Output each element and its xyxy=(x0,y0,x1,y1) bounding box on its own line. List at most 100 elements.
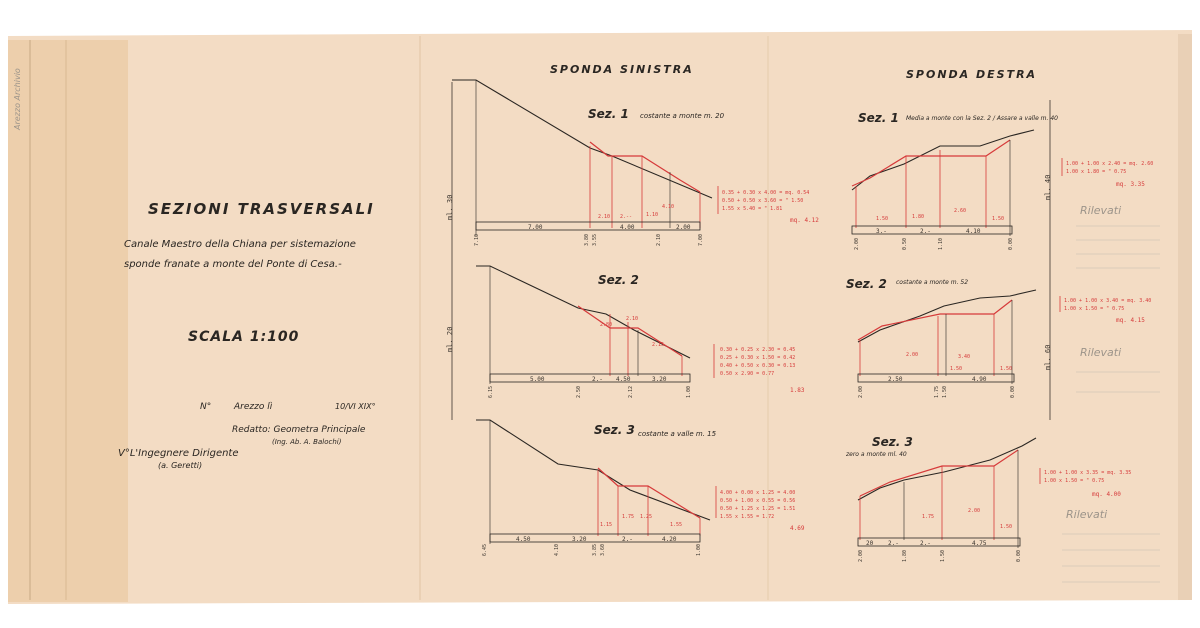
right-sec3-name: Sez. 3 xyxy=(872,435,913,449)
right-sec1-red-profile xyxy=(851,139,1011,187)
left-sec2-dim-2: 4.50 xyxy=(616,376,631,383)
left-sec1-station-0: 7.10 xyxy=(474,234,480,246)
left-sec2-calc-0: 0.30 + 0.25 x 2.30 = 0.45 xyxy=(720,347,795,353)
right-sec1-station-2: 1.10 xyxy=(938,238,944,250)
right-bank-heading: SPONDA DESTRA xyxy=(906,68,1037,81)
left-sec1-dim-2: 2.00 xyxy=(676,224,691,231)
left-sec1-station-3: 2.10 xyxy=(656,234,662,246)
left-sec1-red-0: 2.10 xyxy=(598,214,610,220)
left-sec3-name: Sez. 3 xyxy=(594,423,635,437)
left-section-2: Sez. 2 5.00 2.- 4.50 3.20 6.15 2.50 2.12… xyxy=(476,265,805,398)
left-sec3-calc-2: 0.50 + 1.25 x 1.25 = 1.51 xyxy=(720,506,795,512)
left-bank-heading: SPONDA SINISTRA xyxy=(550,63,694,76)
right-sec2-note: costante a monte m. 52 xyxy=(896,279,968,286)
left-sec1-calc-0: 0.35 + 0.30 x 4.00 = mq. 0.54 xyxy=(722,190,809,196)
right-sec1-red-3: 1.50 xyxy=(992,216,1004,222)
right-sec2-red-3: 1.50 xyxy=(950,366,962,372)
right-sec3-calc-1: 1.00 x 1.50 = " 0.75 xyxy=(1044,478,1104,484)
left-section-3: Sez. 3 costante a valle m. 15 4.50 3.20 … xyxy=(476,419,805,556)
drawing-scale: SCALA 1:100 xyxy=(188,329,299,345)
left-sec3-red-2: 1.25 xyxy=(640,514,652,520)
left-sec3-red-0: 1.15 xyxy=(600,522,612,528)
left-sec3-red-1: 1.75 xyxy=(622,514,634,520)
left-sec1-dim-0: 7.00 xyxy=(528,224,543,231)
left-sec2-station-2: 2.12 xyxy=(628,386,634,398)
left-sec3-dim-1: 3.20 xyxy=(572,536,587,543)
right-sec1-station-0: 2.00 xyxy=(854,238,860,250)
right-section-2: Sez. 2 costante a monte m. 52 2.50 4.90 … xyxy=(846,277,1160,398)
left-sec3-station-2: 3.85 xyxy=(592,544,598,556)
right-sec2-side-note: Rilevati xyxy=(1080,346,1121,359)
right-sec3-station-0: 2.00 xyxy=(858,550,864,562)
right-sec1-dim-0: 3.- xyxy=(876,228,887,235)
left-sec2-station-3: 1.00 xyxy=(686,386,692,398)
right-sec2-red-2: 2.00 xyxy=(906,352,918,358)
left-sec2-calc-3: 0.50 x 2.90 = 0.77 xyxy=(720,371,774,377)
right-sec1-red-0: 1.50 xyxy=(876,216,888,222)
left-sec1-station-4: 7.00 xyxy=(698,234,704,246)
right-sec1-note: Media a monte con la Sez. 2 / Assare a v… xyxy=(906,115,1058,122)
date-prefix: N° xyxy=(200,402,211,412)
left-sec2-red-0: 2.80 xyxy=(600,322,612,328)
right-sec1-station-1: 0.50 xyxy=(902,238,908,250)
right-sec3-calc-0: 1.00 + 1.00 x 3.35 = mq. 3.35 xyxy=(1044,470,1131,476)
right-sec3-red-0: 1.75 xyxy=(922,514,934,520)
drafter-name: (Ing. Ab. A. Balochi) xyxy=(272,438,342,446)
left-sec3-red-3: 1.55 xyxy=(670,522,682,528)
left-sec1-total: mq. 4.12 xyxy=(790,217,819,224)
right-sec1-dim-1: 2.- xyxy=(920,228,931,235)
right-sec3-dim-1: 2.- xyxy=(888,540,899,547)
date-place: Arezzo lì xyxy=(233,401,273,412)
left-sec3-dim-3: 4.20 xyxy=(662,536,677,543)
left-sec2-dim-3: 3.20 xyxy=(652,376,667,383)
right-sec2-station-2: 1.50 xyxy=(942,386,948,398)
left-height-label-1: ml. 30 xyxy=(446,195,454,220)
left-sec2-dim-0: 5.00 xyxy=(530,376,545,383)
left-sec2-dim-1: 2.- xyxy=(592,376,603,383)
right-sec2-station-0: 2.00 xyxy=(858,386,864,398)
left-sec1-station-1: 3.80 xyxy=(584,234,590,246)
left-sec2-red-profile xyxy=(577,305,683,357)
right-sec3-dim-2: 2.- xyxy=(920,540,931,547)
right-section-1: Sez. 1 Media a monte con la Sez. 2 / Ass… xyxy=(851,111,1160,269)
right-sec2-dim-1: 4.90 xyxy=(972,376,987,383)
drawing-subtitle-line-1: Canale Maestro della Chiana per sistemaz… xyxy=(124,239,356,250)
right-sec3-red-2: 1.50 xyxy=(1000,524,1012,530)
right-sec2-red-profile xyxy=(857,299,1013,341)
right-sec2-dim-0: 2.50 xyxy=(888,376,903,383)
engineer-title: V°L'Ingegnere Dirigente xyxy=(118,448,239,459)
left-sec3-station-3: 3.60 xyxy=(600,544,606,556)
left-sec1-calc-2: 1.55 x 5.40 = " 1.81 xyxy=(722,206,782,212)
left-sec3-note: costante a valle m. 15 xyxy=(638,430,717,438)
left-sec1-calc-1: 0.50 + 0.50 x 3.60 = " 1.50 xyxy=(722,198,803,204)
left-sec3-total: 4.69 xyxy=(790,525,805,532)
right-sec2-station-1: 1.75 xyxy=(934,386,940,398)
left-height-label-2: ml. 20 xyxy=(446,327,454,352)
left-sec2-red-2: 2.15 xyxy=(652,342,664,348)
drawing-subtitle-line-2: sponde franate a monte del Ponte di Cesa… xyxy=(124,259,342,270)
right-sec3-dim-0: 20 xyxy=(866,540,874,547)
left-sec1-note: costante a monte m. 20 xyxy=(640,112,725,120)
right-sec1-calc-1: 1.00 x 1.80 = " 0.75 xyxy=(1066,169,1126,175)
left-sec1-red-1: 2.-- xyxy=(620,214,632,220)
left-sec3-dim-0: 4.50 xyxy=(516,536,531,543)
paper-left-margin xyxy=(8,40,128,602)
right-height-label-1: ml. 40 xyxy=(1044,175,1052,200)
left-sec2-station-0: 6.15 xyxy=(488,386,494,398)
right-sec1-red-2: 2.60 xyxy=(954,208,966,214)
right-sec3-red-1: 2.00 xyxy=(968,508,980,514)
left-sec3-station-0: 6.45 xyxy=(482,544,488,556)
left-sec3-station-4: 1.00 xyxy=(696,544,702,556)
right-sec1-station-3: 0.00 xyxy=(1008,238,1014,250)
left-sec1-station-2: 3.55 xyxy=(592,234,598,246)
left-sec2-calc-2: 0.40 + 0.50 x 0.30 = 0.13 xyxy=(720,363,795,369)
svg-text:Arezzo Archivio: Arezzo Archivio xyxy=(13,68,22,131)
right-height-label-2: ml. 60 xyxy=(1044,345,1052,370)
left-sec1-name: Sez. 1 xyxy=(588,107,629,121)
right-sec3-total: mq. 4.00 xyxy=(1092,491,1121,498)
paper-background xyxy=(8,30,1192,604)
left-sec1-red-2: 1.10 xyxy=(646,212,658,218)
right-sec1-red-1: 1.80 xyxy=(912,214,924,220)
date-value: 10/VI XIX° xyxy=(335,402,376,411)
